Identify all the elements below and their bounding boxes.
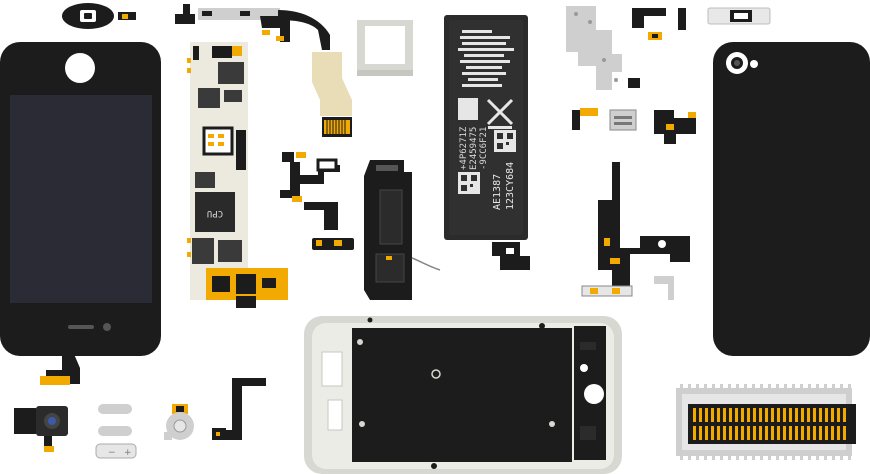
dock-clip (707, 7, 771, 25)
dock-flex (581, 162, 690, 300)
recycle-cross-icon (486, 98, 514, 126)
volume-flex (280, 152, 354, 250)
frame-camera-hole (584, 384, 604, 404)
battery: +4P6271Z E2459475 -9CC6F21 AE1387 123CY6… (444, 15, 530, 270)
flash-led (750, 60, 758, 68)
battery-text-lines (458, 30, 514, 87)
minus-glyph: − (108, 448, 116, 458)
dock-teeth (680, 384, 851, 460)
qr-code-2 (458, 172, 480, 194)
plus-glyph: + (124, 448, 132, 458)
rear-camera-module (14, 406, 68, 452)
sim-tray-area (202, 126, 234, 156)
home-slot (68, 325, 94, 329)
vibrator-motor (164, 404, 194, 440)
back-panel (713, 42, 870, 356)
midframe (304, 316, 622, 474)
battery-small-1: +4P6271Z (459, 126, 469, 170)
qr-code-1 (494, 130, 516, 152)
display-screen (10, 95, 152, 303)
home-button (62, 3, 136, 29)
earpiece-hole (65, 53, 95, 83)
buttons-set: − + (95, 404, 137, 459)
speaker-mesh (572, 108, 637, 131)
cpu-chip (195, 192, 235, 232)
dock-connector (676, 384, 856, 460)
antenna-clip (654, 110, 696, 144)
battery-code-1: AE1387 (492, 174, 503, 210)
battery-small-2: E2459475 (469, 127, 479, 170)
battery-code-2: 123CY684 (505, 162, 516, 210)
sim-tray (357, 20, 413, 76)
dock-pins (693, 408, 846, 440)
camera-bracket (566, 6, 640, 90)
logic-board: CPU (187, 42, 288, 308)
small-connector (632, 8, 686, 40)
audio-flex (212, 378, 266, 440)
front-display-assembly (0, 42, 161, 385)
battery-small-3: -9CC6F21 (479, 127, 489, 170)
loudspeaker-enclosure (364, 160, 441, 300)
top-flex-cable (175, 4, 352, 137)
front-sensor (103, 323, 111, 331)
cpu-label: CPU (207, 208, 223, 218)
